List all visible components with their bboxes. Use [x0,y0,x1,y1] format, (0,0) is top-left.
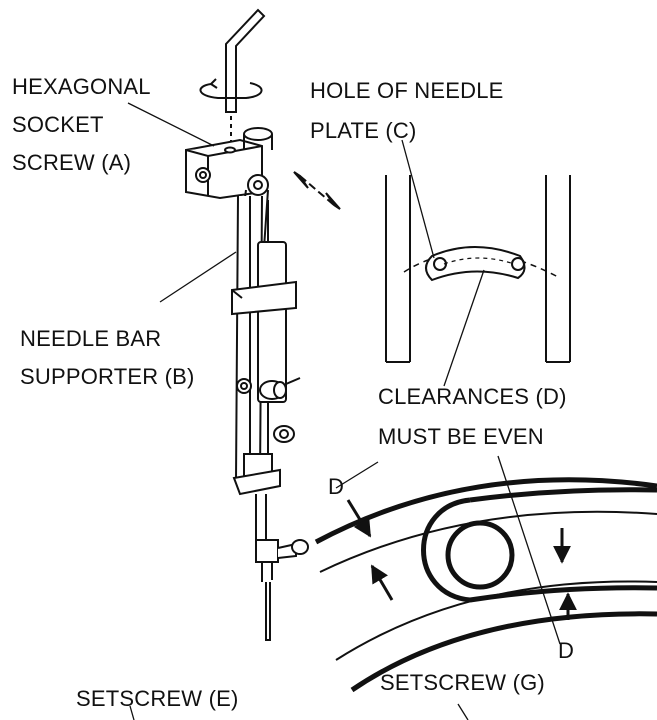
label-hole-of-needle: HOLE OF NEEDLE [310,78,504,103]
label-plate-c: PLATE (C) [310,118,417,143]
leader-lines [127,102,561,720]
label-d-bottom: D [558,638,575,663]
needle-plate-hole-detail [385,175,571,363]
clearance-arrows [346,499,577,620]
clearance-detail [314,477,657,693]
label-screw-a: SCREW (A) [12,150,132,175]
needle-bar-assembly [185,127,309,641]
label-needle-bar: NEEDLE BAR [20,326,162,351]
label-must-be-even: MUST BE EVEN [378,424,544,449]
hex-key [199,8,266,150]
label-hexagonal: HEXAGONAL [12,74,151,99]
label-setscrew-e: SETSCREW (E) [76,686,239,711]
adjust-direction-arrow [293,171,341,210]
label-setscrew-g: SETSCREW (G) [380,670,545,695]
label-socket: SOCKET [12,112,104,137]
label-clearances-d: CLEARANCES (D) [378,384,567,409]
label-d-top: D [328,474,345,499]
label-supporter-b: SUPPORTER (B) [20,364,195,389]
